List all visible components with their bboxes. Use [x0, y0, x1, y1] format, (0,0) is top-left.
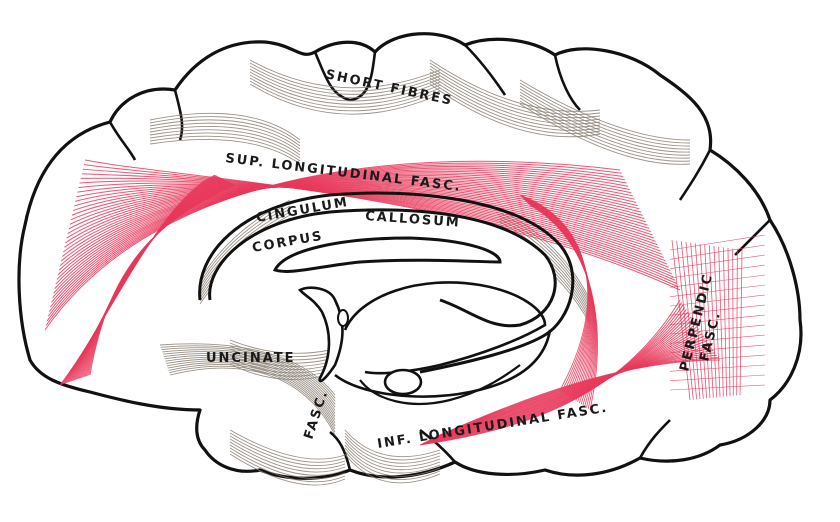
hippocampus-knob	[385, 370, 421, 394]
uncinate-label: UNCINATE	[206, 351, 296, 366]
mammillary-body	[338, 310, 348, 326]
